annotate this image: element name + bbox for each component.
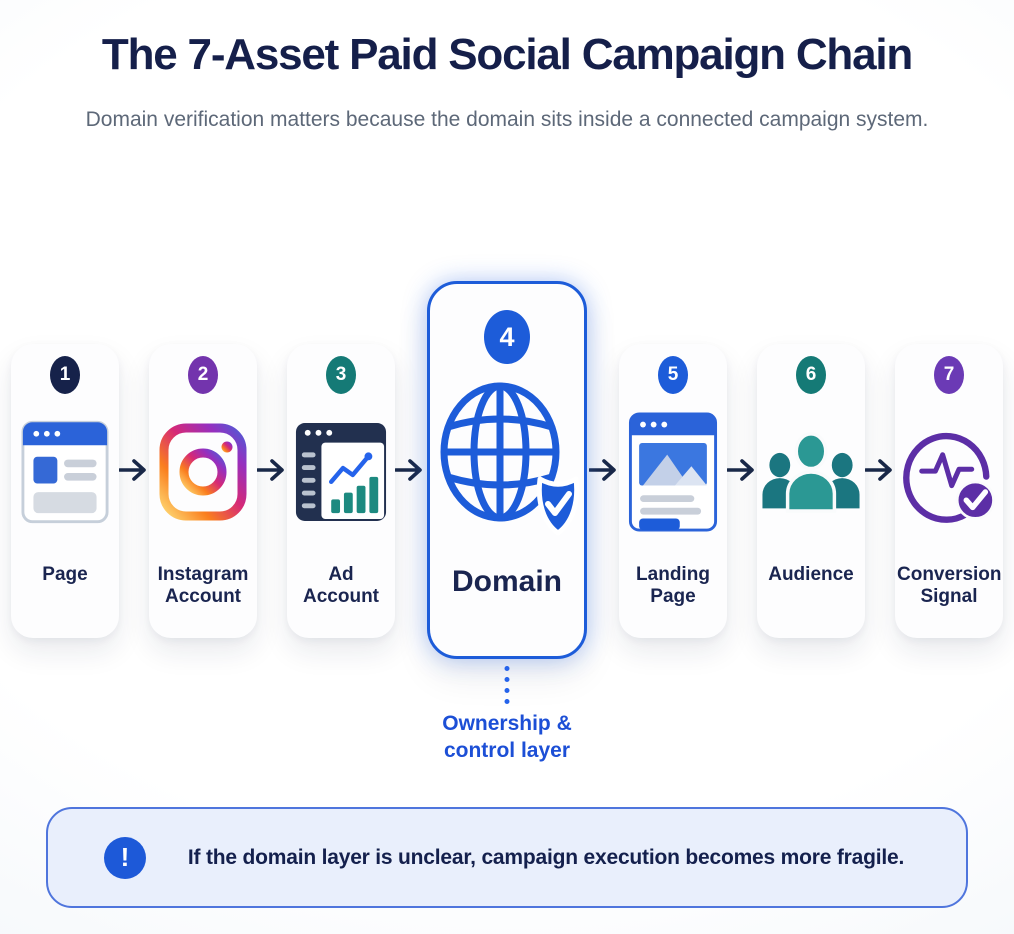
instagram-icon	[156, 394, 250, 550]
card-label: Instagram Account	[157, 564, 249, 608]
card-label: Audience	[768, 564, 854, 585]
chain-card-conversion-signal: 7 Conversion Signal	[895, 344, 1003, 638]
domain-annotation: Ownership & control layer	[442, 712, 572, 763]
step-badge: 7	[934, 356, 964, 394]
arrow-right-icon	[727, 457, 757, 483]
page-subtitle: Domain verification matters because the …	[85, 108, 929, 131]
facebook-page-icon	[21, 394, 109, 550]
chain-card-instagram-account: 2 Inst	[149, 344, 257, 638]
landing-page-icon	[628, 394, 718, 550]
audience-icon	[759, 394, 863, 550]
card-label: Conversion Signal	[897, 564, 1002, 608]
arrow-right-icon	[589, 457, 619, 483]
step-badge: 4	[484, 310, 530, 364]
chain-card-page: 1 Page	[11, 344, 119, 638]
exclamation-icon: !	[104, 836, 146, 879]
dotted-connector	[504, 666, 510, 704]
chain-card-domain: 4 Domain	[427, 281, 587, 659]
asset-chain: 1 Page 2	[0, 281, 1014, 659]
chain-card-landing-page: 5 Landing Page	[619, 344, 727, 638]
globe-shield-icon	[432, 364, 582, 556]
arrow-right-icon	[395, 457, 425, 483]
chain-card-audience: 6 Audience	[757, 344, 865, 638]
step-badge: 6	[796, 356, 826, 394]
card-label: Domain	[451, 565, 562, 598]
warning-callout: ! If the domain layer is unclear, campai…	[46, 807, 968, 908]
step-badge: 1	[50, 356, 80, 394]
callout-text: If the domain layer is unclear, campaign…	[187, 845, 905, 869]
step-badge: 5	[658, 356, 688, 394]
step-badge: 2	[188, 356, 218, 394]
page-title: The 7-Asset Paid Social Campaign Chain	[101, 30, 913, 79]
arrow-right-icon	[119, 457, 149, 483]
card-label: Page	[42, 564, 88, 585]
ad-dashboard-icon	[294, 394, 388, 550]
chain-card-ad-account: 3 Ad Acc	[287, 344, 395, 638]
step-badge: 3	[326, 356, 356, 394]
arrow-right-icon	[865, 457, 895, 483]
conversion-signal-icon	[899, 394, 999, 550]
card-label: Landing Page	[636, 564, 710, 608]
arrow-right-icon	[257, 457, 287, 483]
card-label: Ad Account	[303, 564, 379, 608]
